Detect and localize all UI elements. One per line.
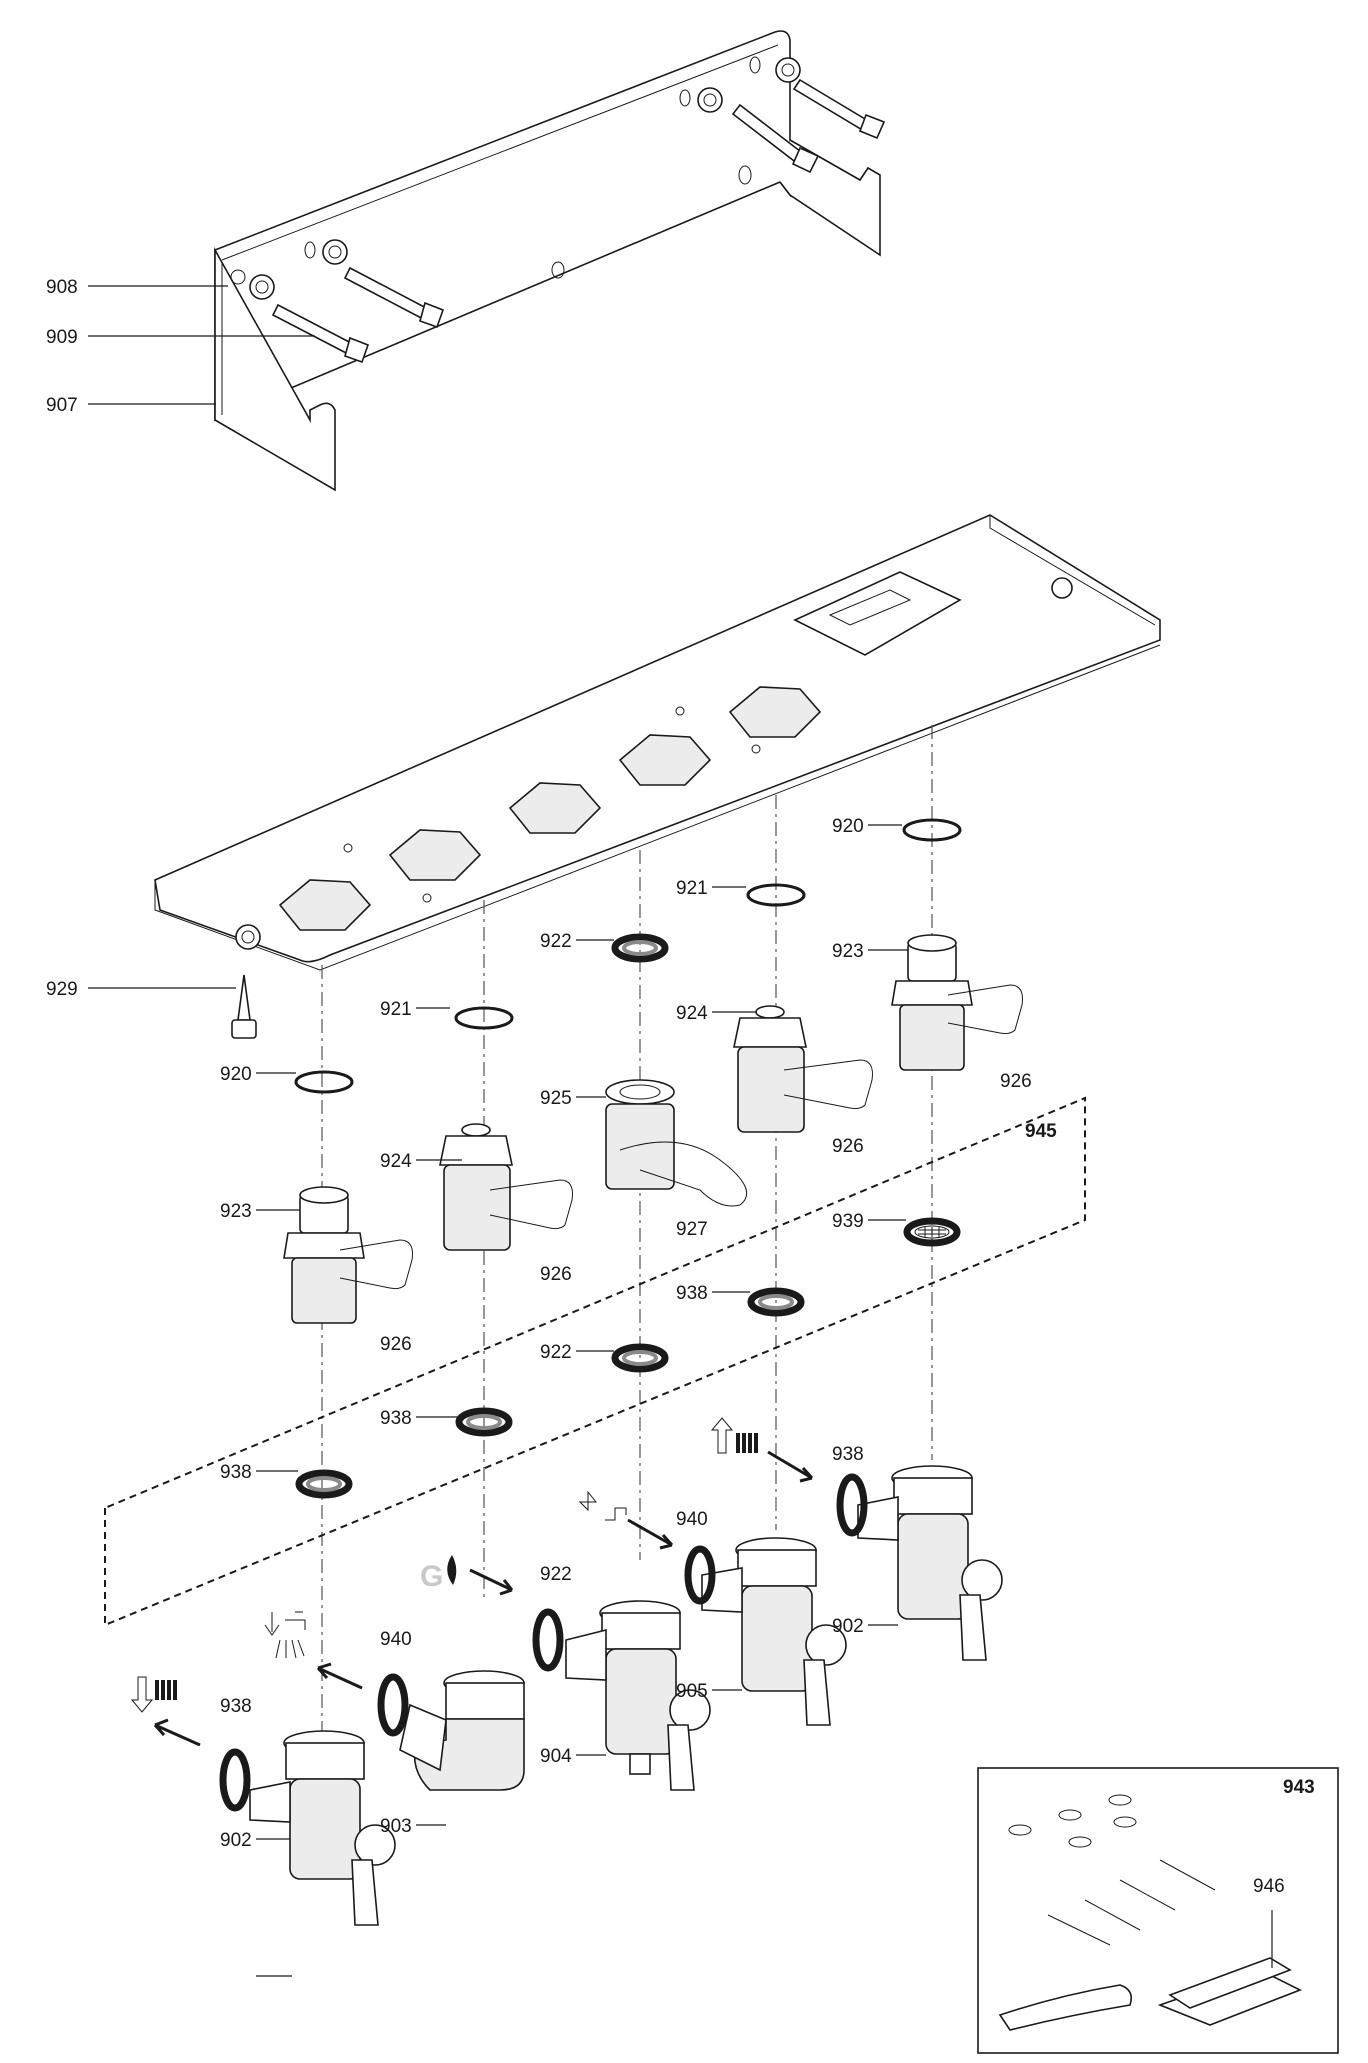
label-902: 902 bbox=[220, 1830, 252, 1851]
o-ring bbox=[902, 818, 962, 842]
label-924: 924 bbox=[676, 1003, 708, 1024]
label-923: 923 bbox=[832, 941, 864, 962]
flat-gasket bbox=[377, 1673, 409, 1737]
wall-screw bbox=[343, 266, 445, 329]
flat-gasket bbox=[611, 933, 669, 963]
tap-icon bbox=[578, 1490, 627, 1521]
o-ring bbox=[746, 883, 806, 907]
valve-903-elbow bbox=[399, 1670, 525, 1791]
flow-up-icon bbox=[710, 1417, 734, 1454]
valve-902-right bbox=[857, 1465, 1003, 1661]
assembly-centerlines bbox=[321, 725, 933, 1760]
flat-gasket bbox=[747, 1287, 805, 1317]
filter-gasket bbox=[903, 1217, 961, 1247]
radiator-icon bbox=[155, 1680, 177, 1700]
label-938: 938 bbox=[220, 1462, 252, 1483]
label-938: 938 bbox=[220, 1696, 252, 1717]
label-926: 926 bbox=[832, 1136, 864, 1157]
label-929: 929 bbox=[46, 979, 78, 1000]
flat-gasket bbox=[455, 1407, 513, 1437]
rail-cutout bbox=[508, 782, 602, 834]
valve-904-gas bbox=[565, 1600, 711, 1791]
o-ring bbox=[294, 1070, 354, 1094]
label-927: 927 bbox=[676, 1219, 708, 1240]
label-921: 921 bbox=[380, 999, 412, 1020]
shower-icon bbox=[264, 1611, 306, 1659]
label-938: 938 bbox=[676, 1283, 708, 1304]
label-909: 909 bbox=[46, 327, 78, 348]
label-925: 925 bbox=[540, 1088, 572, 1109]
flat-gasket bbox=[684, 1545, 716, 1605]
rail-cutout bbox=[278, 879, 372, 931]
flat-gasket bbox=[219, 1748, 251, 1812]
pipe-adapter-925 bbox=[605, 1079, 748, 1207]
label-904: 904 bbox=[540, 1746, 572, 1767]
mounting-rail bbox=[154, 514, 1161, 971]
valve-902-left bbox=[249, 1730, 396, 1926]
flat-gasket bbox=[532, 1608, 564, 1672]
accessory-kit-943 bbox=[977, 1767, 1339, 2054]
label-903: 903 bbox=[380, 1816, 412, 1837]
leader-lines bbox=[88, 285, 1273, 1977]
label-922: 922 bbox=[540, 1564, 572, 1585]
label-939: 939 bbox=[832, 1211, 864, 1232]
screw-929 bbox=[231, 974, 257, 1039]
o-ring bbox=[454, 1006, 514, 1030]
label-924: 924 bbox=[380, 1151, 412, 1172]
flat-gasket bbox=[295, 1469, 353, 1499]
label-907: 907 bbox=[46, 395, 78, 416]
label-908: 908 bbox=[46, 277, 78, 298]
pipe-adapter-923 bbox=[891, 934, 1023, 1071]
radiator-icon bbox=[736, 1433, 758, 1453]
flow-arrows bbox=[153, 1450, 814, 1747]
valve-905 bbox=[701, 1537, 847, 1726]
label-920: 920 bbox=[220, 1064, 252, 1085]
label-922: 922 bbox=[540, 931, 572, 952]
wall-screw bbox=[731, 103, 820, 174]
label-926: 926 bbox=[540, 1264, 572, 1285]
label-922: 922 bbox=[540, 1342, 572, 1363]
label-905: 905 bbox=[676, 1681, 708, 1702]
rail-cutout bbox=[388, 829, 482, 881]
label-946: 946 bbox=[1253, 1876, 1285, 1897]
label-926: 926 bbox=[1000, 1071, 1032, 1092]
wall-screw bbox=[792, 78, 886, 140]
label-923: 923 bbox=[220, 1201, 252, 1222]
wall-bracket bbox=[214, 30, 886, 492]
label-940: 940 bbox=[676, 1509, 708, 1530]
part-labels: 908 909 907 929 920 923 938 921 924 938 … bbox=[46, 277, 1315, 1897]
label-945: 945 bbox=[1025, 1121, 1057, 1142]
label-938: 938 bbox=[832, 1444, 864, 1465]
label-940: 940 bbox=[380, 1629, 412, 1650]
rail-cutout bbox=[728, 686, 822, 738]
label-938: 938 bbox=[380, 1408, 412, 1429]
wall-screw bbox=[271, 303, 370, 364]
flow-down-icon bbox=[130, 1676, 154, 1713]
label-921: 921 bbox=[676, 878, 708, 899]
pipe-adapter-923 bbox=[283, 1186, 413, 1324]
rail-cutout bbox=[618, 734, 712, 786]
pipe-adapter-924 bbox=[733, 1005, 873, 1133]
label-926: 926 bbox=[380, 1334, 412, 1355]
label-943: 943 bbox=[1283, 1777, 1315, 1798]
label-920: 920 bbox=[832, 816, 864, 837]
gas-letter: G bbox=[420, 1560, 443, 1593]
flat-gasket bbox=[611, 1343, 669, 1373]
label-902: 902 bbox=[832, 1616, 864, 1637]
kit-945-outline bbox=[104, 1096, 1086, 1627]
flat-gasket bbox=[836, 1473, 868, 1537]
gas-flame-icon: G bbox=[420, 1555, 457, 1593]
pipe-adapter-924 bbox=[439, 1123, 573, 1251]
